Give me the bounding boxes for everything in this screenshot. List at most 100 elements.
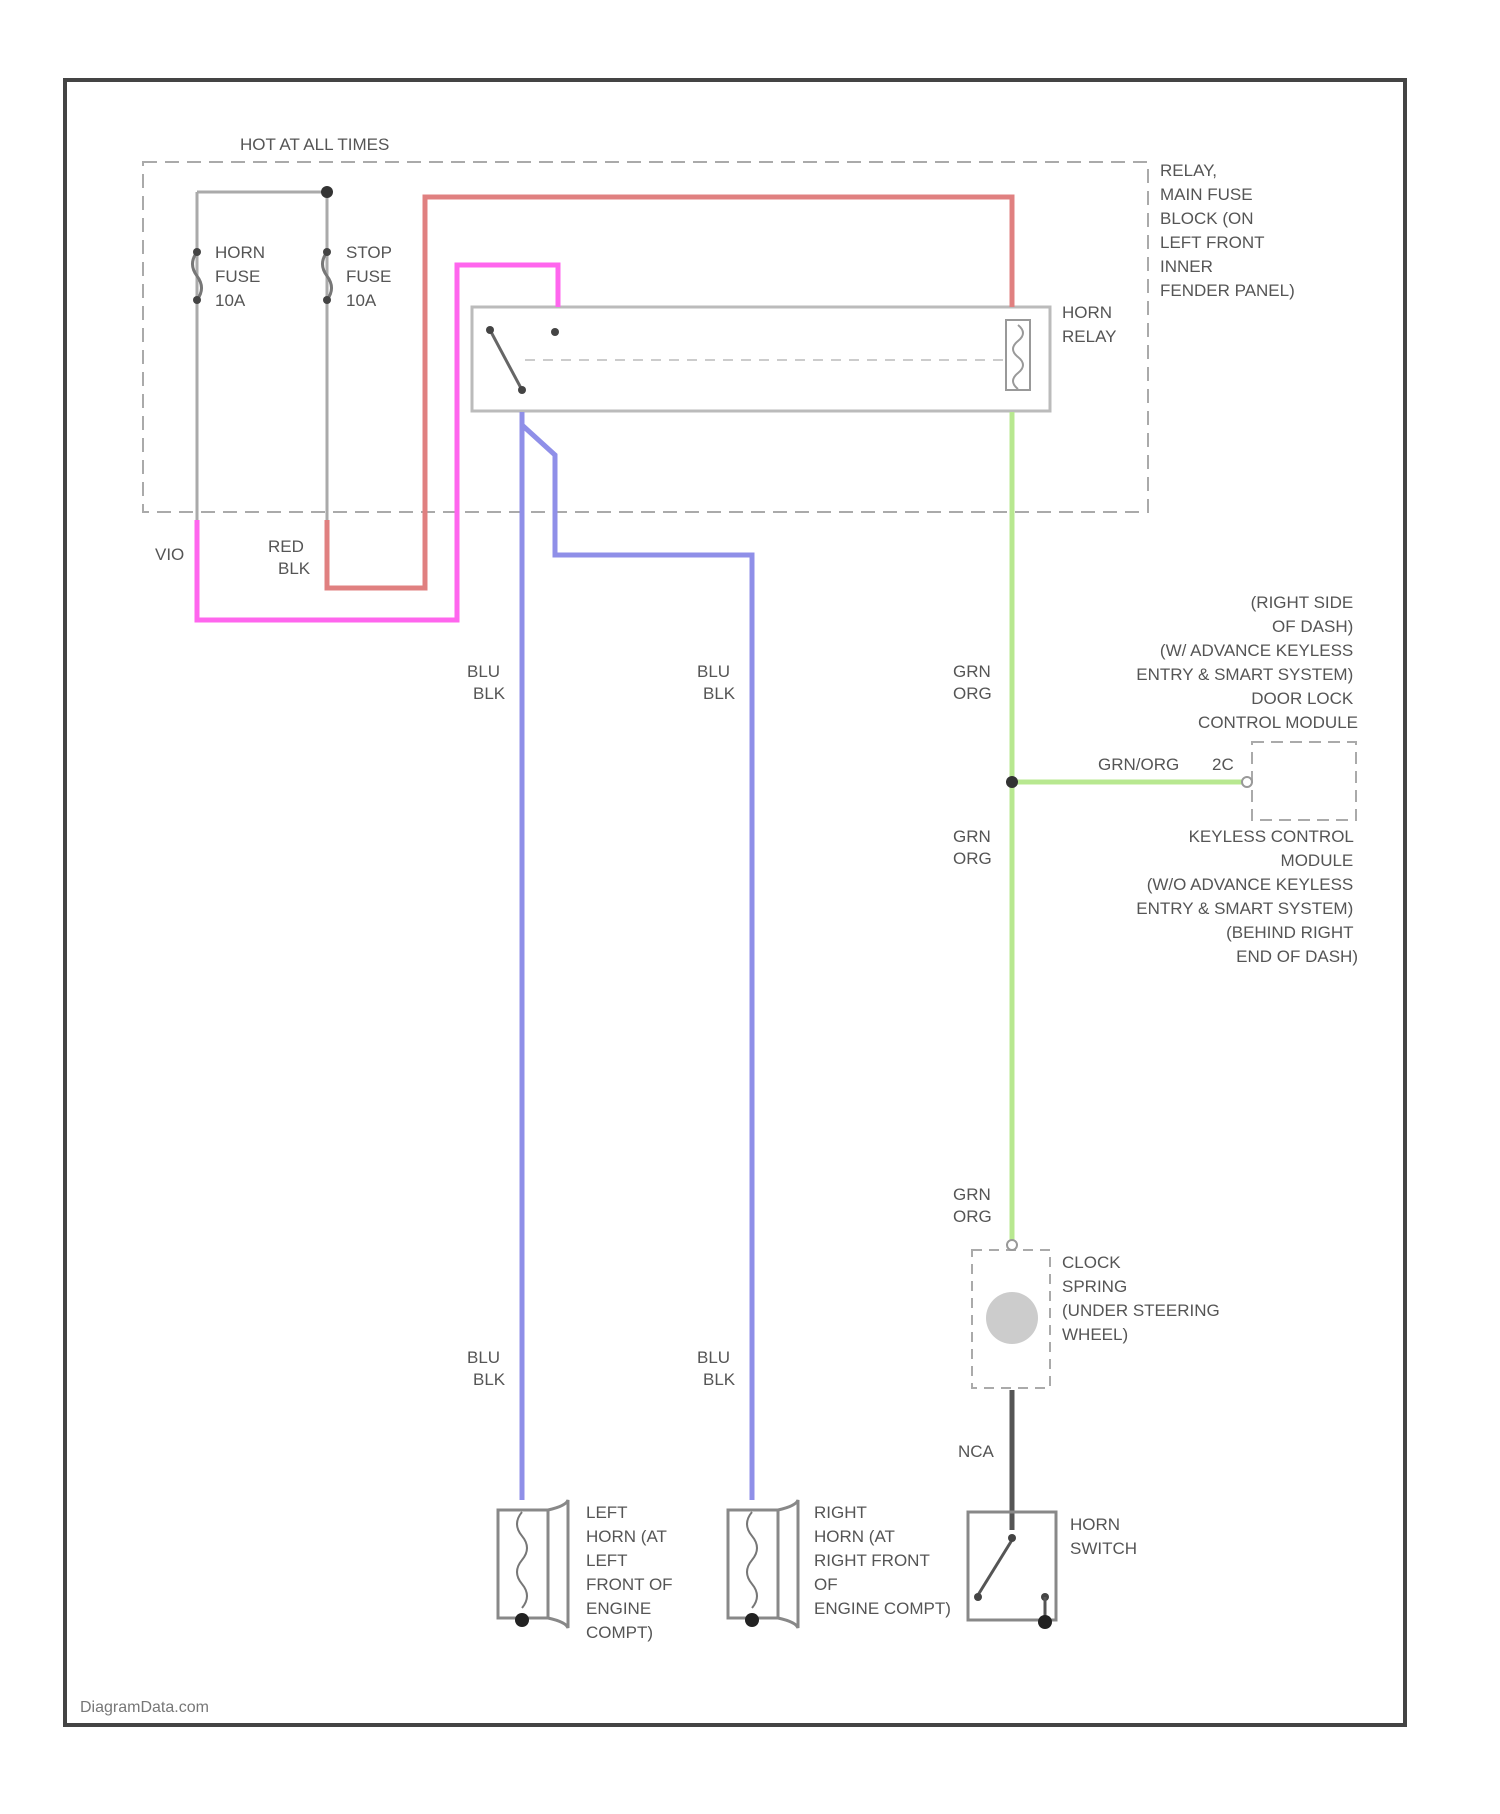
right-horn-line: HORN (AT bbox=[814, 1527, 895, 1546]
fuse-pin bbox=[193, 296, 201, 304]
keyless-bottom-line: (W/O ADVANCE KEYLESS bbox=[1147, 875, 1354, 894]
keyless-bottom-line: END OF DASH) bbox=[1236, 947, 1358, 966]
vio-wire bbox=[197, 265, 558, 620]
red-blk-wire-label: RED BLK bbox=[268, 537, 311, 578]
keyless-top-line: ENTRY & SMART SYSTEM) bbox=[1136, 665, 1353, 684]
grn-org-inline-label: GRN/ORG bbox=[1098, 755, 1179, 774]
clock-spring-pin bbox=[1007, 1240, 1017, 1250]
blu-blk-label-lower-right: BLU BLK bbox=[697, 1348, 736, 1389]
blu-blk-line: BLU bbox=[697, 1348, 730, 1367]
left-horn-line: LEFT bbox=[586, 1551, 627, 1570]
relay-block-label: RELAY, MAIN FUSE BLOCK (ON LEFT FRONT IN… bbox=[1160, 161, 1295, 300]
grn-org-line: GRN bbox=[953, 827, 991, 846]
grn-org-line: ORG bbox=[953, 684, 992, 703]
relay-coil bbox=[1006, 320, 1030, 390]
blu-blk-line: BLK bbox=[703, 684, 736, 703]
left-horn-line: FRONT OF bbox=[586, 1575, 673, 1594]
blu-blk-line: BLU bbox=[467, 662, 500, 681]
ground-icon bbox=[745, 1613, 759, 1627]
horn-fuse-line: 10A bbox=[215, 291, 246, 310]
hot-bus-splice bbox=[321, 186, 333, 198]
stop-fuse-line: STOP bbox=[346, 243, 392, 262]
left-horn-line: HORN (AT bbox=[586, 1527, 667, 1546]
relay-block-line: BLOCK (ON bbox=[1160, 209, 1254, 228]
keyless-top-label: (RIGHT SIDE OF DASH) (W/ ADVANCE KEYLESS… bbox=[1136, 593, 1358, 732]
relay-block-line: MAIN FUSE bbox=[1160, 185, 1253, 204]
horn-switch-label: HORN SWITCH bbox=[1070, 1515, 1137, 1558]
relay-block-enclosure bbox=[143, 162, 1148, 512]
right-horn-label: RIGHT HORN (AT RIGHT FRONT OF ENGINE COM… bbox=[814, 1503, 951, 1618]
right-horn-line: RIGHT bbox=[814, 1503, 867, 1522]
keyless-bottom-line: MODULE bbox=[1281, 851, 1354, 870]
stop-fuse-line: 10A bbox=[346, 291, 377, 310]
hot-at-all-times-label: HOT AT ALL TIMES bbox=[240, 135, 389, 154]
right-horn-bell bbox=[778, 1500, 798, 1628]
ground-icon bbox=[1038, 1615, 1052, 1629]
keyless-top-line: (RIGHT SIDE bbox=[1251, 593, 1354, 612]
horn-switch-contact bbox=[978, 1540, 1012, 1595]
blu-blk-line: BLK bbox=[473, 684, 506, 703]
left-horn-label: LEFT HORN (AT LEFT FRONT OF ENGINE COMPT… bbox=[586, 1503, 677, 1642]
relay-pin bbox=[551, 328, 559, 336]
horn-fuse-line: HORN bbox=[215, 243, 265, 262]
fuse-pin bbox=[323, 296, 331, 304]
blu-blk-label-upper-left: BLU BLK bbox=[467, 662, 506, 703]
grn-org-label-3: GRN ORG bbox=[953, 1185, 996, 1226]
blu-blk-label-upper-right: BLU BLK bbox=[697, 662, 736, 703]
left-horn-box bbox=[498, 1510, 548, 1618]
grn-org-label-1: GRN ORG bbox=[953, 662, 996, 703]
grn-org-line: ORG bbox=[953, 1207, 992, 1226]
relay-switch-blade bbox=[490, 330, 522, 390]
relay-pin bbox=[486, 326, 494, 334]
left-horn-line: LEFT bbox=[586, 1503, 627, 1522]
grn-splice bbox=[1006, 776, 1018, 788]
fuse-pin bbox=[193, 248, 201, 256]
horn-fuse-line: FUSE bbox=[215, 267, 260, 286]
horn-fuse-label: HORN FUSE 10A bbox=[215, 243, 270, 310]
keyless-bottom-label: KEYLESS CONTROL MODULE (W/O ADVANCE KEYL… bbox=[1136, 827, 1358, 966]
keyless-top-line: OF DASH) bbox=[1272, 617, 1353, 636]
clock-spring-line: SPRING bbox=[1062, 1277, 1127, 1296]
ground-icon bbox=[515, 1613, 529, 1627]
keyless-module-box bbox=[1252, 742, 1356, 820]
right-horn-box bbox=[728, 1510, 778, 1618]
horn-relay-line: HORN bbox=[1062, 303, 1112, 322]
right-horn-line: RIGHT FRONT bbox=[814, 1551, 930, 1570]
connector-pin-label: 2C bbox=[1212, 755, 1234, 774]
blu-blk-line: BLU bbox=[467, 1348, 500, 1367]
clock-spring-label: CLOCK SPRING (UNDER STEERING WHEEL) bbox=[1062, 1253, 1224, 1344]
right-horn-coil bbox=[747, 1512, 757, 1608]
left-horn-coil bbox=[517, 1512, 527, 1608]
grn-org-label-2: GRN ORG bbox=[953, 827, 996, 868]
left-horn-bell bbox=[548, 1500, 568, 1628]
grn-org-line: GRN bbox=[953, 1185, 991, 1204]
clock-spring-line: (UNDER STEERING bbox=[1062, 1301, 1220, 1320]
keyless-bottom-line: (BEHIND RIGHT bbox=[1226, 923, 1353, 942]
relay-coil-windings bbox=[1013, 325, 1023, 389]
vio-wire-label: VIO bbox=[155, 545, 184, 564]
horn-relay-label: HORN RELAY bbox=[1062, 303, 1117, 346]
horn-switch-pin bbox=[1008, 1534, 1016, 1542]
right-horn-line: ENGINE COMPT) bbox=[814, 1599, 951, 1618]
relay-block-line: RELAY, bbox=[1160, 161, 1217, 180]
red-blk-line: RED bbox=[268, 537, 304, 556]
clock-spring-line: CLOCK bbox=[1062, 1253, 1121, 1272]
watermark: DiagramData.com bbox=[80, 1699, 209, 1716]
red-blk-wire bbox=[327, 197, 1012, 588]
keyless-bottom-line: KEYLESS CONTROL bbox=[1189, 827, 1354, 846]
nca-wire-label: NCA bbox=[958, 1442, 995, 1461]
clock-spring-symbol bbox=[986, 1292, 1038, 1344]
clock-spring-line: WHEEL) bbox=[1062, 1325, 1128, 1344]
stop-fuse-label: STOP FUSE 10A bbox=[346, 243, 396, 310]
blu-blk-line: BLK bbox=[703, 1370, 736, 1389]
blu-blk-line: BLU bbox=[697, 662, 730, 681]
keyless-bottom-line: ENTRY & SMART SYSTEM) bbox=[1136, 899, 1353, 918]
grn-org-line: ORG bbox=[953, 849, 992, 868]
blu-blk-wire-right bbox=[522, 425, 752, 1500]
relay-pin bbox=[518, 386, 526, 394]
grn-org-line: GRN bbox=[953, 662, 991, 681]
red-blk-line: BLK bbox=[278, 559, 311, 578]
blu-blk-line: BLK bbox=[473, 1370, 506, 1389]
keyless-top-line: (W/ ADVANCE KEYLESS bbox=[1160, 641, 1353, 660]
